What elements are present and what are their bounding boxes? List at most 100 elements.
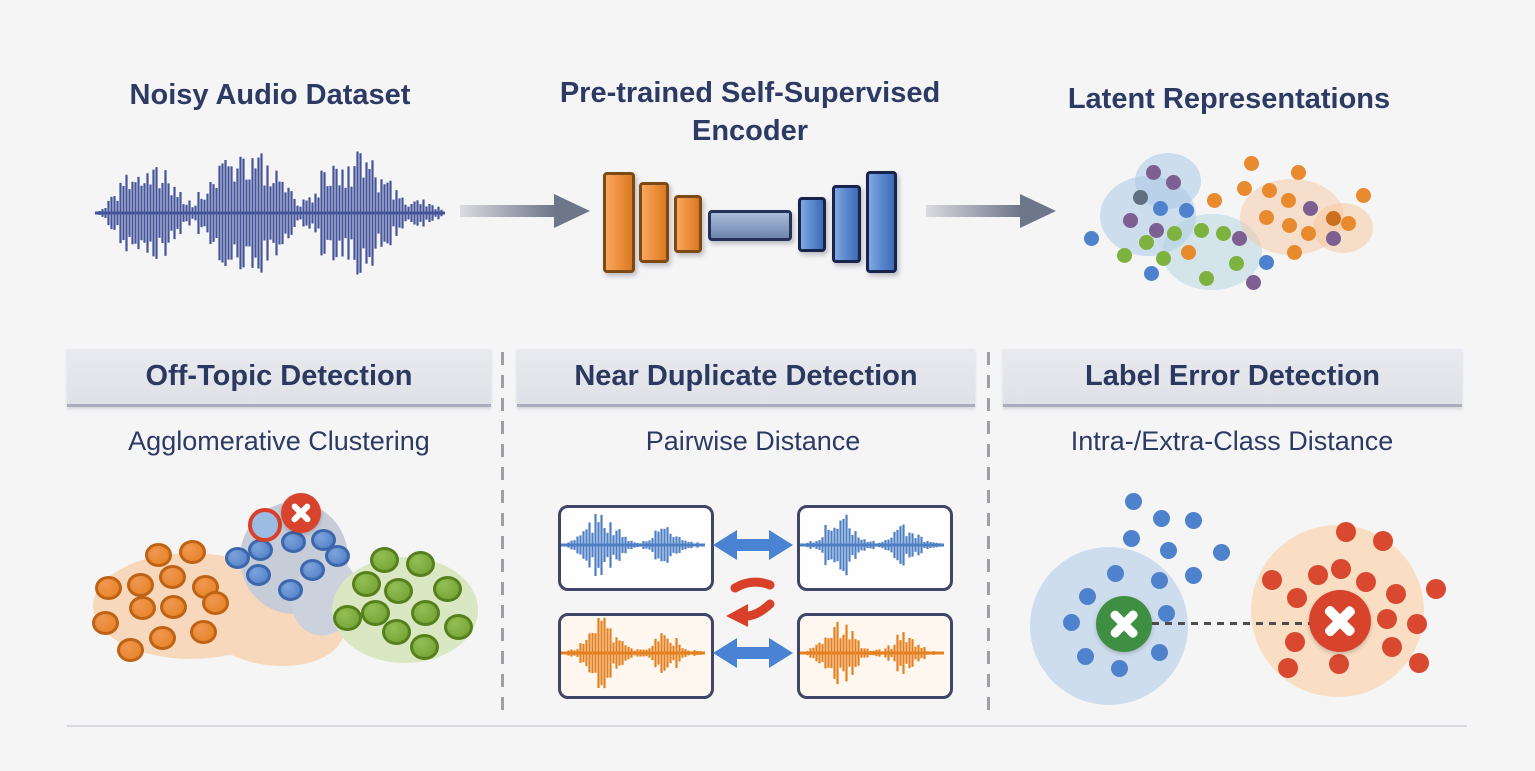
cluster-dot-green xyxy=(405,551,435,577)
column-header-off-topic: Off-Topic Detection xyxy=(67,349,491,407)
class-dot-red xyxy=(1409,653,1429,673)
class-dot-red xyxy=(1407,614,1427,634)
cluster-dot-orange xyxy=(94,576,122,600)
class-dot-blue xyxy=(1076,647,1094,665)
latent-dot xyxy=(1325,230,1341,246)
cluster-dot-green xyxy=(369,547,399,573)
stray-dot-blue xyxy=(1212,543,1230,561)
class-dot-red xyxy=(1287,588,1307,608)
waveform-box xyxy=(558,505,714,591)
class-dot-red xyxy=(1262,570,1282,590)
waveform-box xyxy=(558,613,714,699)
latent-dot xyxy=(1116,247,1132,263)
cluster-dot-green xyxy=(443,614,473,640)
centroid-red-x-icon xyxy=(1309,590,1371,652)
class-dot-red xyxy=(1426,579,1446,599)
latent-dot xyxy=(1300,225,1316,241)
latent-dot xyxy=(1148,222,1164,238)
cluster-dot-orange xyxy=(128,596,156,620)
latent-dot xyxy=(1261,182,1277,198)
latent-dot xyxy=(1231,230,1247,246)
latent-dot xyxy=(1302,200,1318,216)
latent-dot xyxy=(1243,155,1259,171)
audio-waveform xyxy=(95,151,445,275)
class-dot-blue xyxy=(1157,604,1175,622)
latent-dot xyxy=(1166,225,1182,241)
latent-dot xyxy=(1152,200,1168,216)
encoder-bar xyxy=(866,171,897,273)
dashed-divider xyxy=(501,352,504,712)
centroid-green-x-icon xyxy=(1096,596,1152,652)
class-dot-blue xyxy=(1106,564,1124,582)
latent-dot xyxy=(1132,189,1148,205)
cluster-dot-orange xyxy=(159,595,187,619)
cluster-dot-blue xyxy=(224,547,250,569)
cluster-dot-green xyxy=(409,634,439,660)
distance-dashed-line xyxy=(1152,622,1310,625)
column-header-near-duplicate: Near Duplicate Detection xyxy=(517,349,975,407)
subtitle-off-topic: Agglomerative Clustering xyxy=(128,426,430,456)
latent-dot xyxy=(1145,164,1161,180)
latent-dot xyxy=(1355,187,1371,203)
class-dot-red xyxy=(1331,559,1351,579)
latent-dot xyxy=(1228,255,1244,271)
cluster-dot-orange xyxy=(148,626,176,650)
encoder-bar xyxy=(639,182,669,263)
cluster-dot-blue xyxy=(324,545,350,567)
latent-dot xyxy=(1198,270,1214,286)
class-dot-red xyxy=(1308,565,1328,585)
stray-dot-blue xyxy=(1122,529,1140,547)
latent-dot xyxy=(1245,274,1261,290)
waveform-box xyxy=(797,505,953,591)
cluster-dot-green xyxy=(381,619,411,645)
latent-dot xyxy=(1215,225,1231,241)
cluster-dot-green xyxy=(410,600,440,626)
latent-dot xyxy=(1325,210,1341,226)
encoder-bar xyxy=(832,185,861,263)
class-dot-red xyxy=(1356,572,1376,592)
latent-dot xyxy=(1178,202,1194,218)
cluster-dot-orange xyxy=(116,638,144,662)
class-dot-blue xyxy=(1150,571,1168,589)
stray-dot-blue xyxy=(1152,509,1170,527)
latent-dot xyxy=(1138,234,1154,250)
cluster-dot-orange xyxy=(178,540,206,564)
latent-dot xyxy=(1180,244,1196,260)
class-dot-red xyxy=(1329,654,1349,674)
latent-dot xyxy=(1258,209,1274,225)
class-dot-red xyxy=(1373,531,1393,551)
cluster-dot-blue xyxy=(247,539,273,561)
class-dot-blue xyxy=(1078,587,1096,605)
swap-arrows-icon xyxy=(726,577,775,627)
latent-dot xyxy=(1258,254,1274,270)
cluster-dot-green xyxy=(432,576,462,602)
latent-dot xyxy=(1155,250,1171,266)
cluster-dot-blue xyxy=(277,579,303,601)
waveform-box xyxy=(797,613,953,699)
latent-dot xyxy=(1280,192,1296,208)
class-dot-red xyxy=(1377,609,1397,629)
cluster-dot-green xyxy=(332,605,362,631)
latent-dot xyxy=(1286,244,1302,260)
latent-dot xyxy=(1340,215,1356,231)
stray-dot-blue xyxy=(1124,492,1142,510)
cluster-dot-blue xyxy=(299,559,325,581)
encoder-bar xyxy=(674,195,702,253)
cluster-dot-green xyxy=(351,571,381,597)
class-dot-red xyxy=(1386,584,1406,604)
latent-dot xyxy=(1290,164,1306,180)
latent-dot xyxy=(1236,180,1252,196)
encoder-bottleneck-bar xyxy=(708,210,792,241)
latent-dot xyxy=(1193,222,1209,238)
latent-dot xyxy=(1143,265,1159,281)
cluster-dot-orange xyxy=(158,565,186,589)
stray-dot-blue xyxy=(1184,566,1202,584)
flow-arrow-icon xyxy=(926,194,1056,228)
latent-dot xyxy=(1083,230,1099,246)
class-dot-red xyxy=(1285,632,1305,652)
class-dot-red xyxy=(1382,637,1402,657)
stray-dot-blue xyxy=(1184,511,1202,529)
latent-dot xyxy=(1206,192,1222,208)
error-x-badge-icon xyxy=(281,493,321,533)
latent-title: Latent Representations xyxy=(1067,83,1391,115)
